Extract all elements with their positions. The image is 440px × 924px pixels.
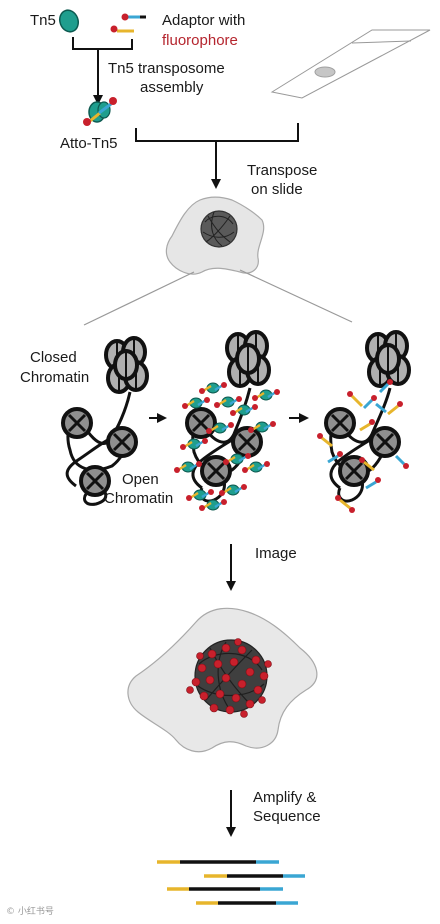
adaptor-fluorophore-icon [110,13,146,33]
open-chromatin-label-line1: Open [122,471,159,488]
adaptor-label-line1: Adaptor with [162,12,246,29]
closed-chromatin-label-line2: Chromatin [20,369,90,386]
amplify-label-line1: Amplify & [253,789,317,806]
chromatin-panel-adaptors-inserted [317,330,411,513]
assembly-bracket [72,37,133,105]
transpose-bracket [135,123,299,189]
watermark: © 小红书号 [6,907,54,917]
cell-imaged-icon [127,607,318,753]
cell-before-icon [165,196,265,275]
assembly-label-line1: Tn5 transposome [108,60,225,77]
tn5-protein-icon [58,9,80,33]
zoom-lines [83,269,353,326]
transpose-label-line1: Transpose [247,162,318,179]
assembly-label-line2: assembly [140,79,204,96]
transpose-label-line2: on slide [251,181,303,198]
atto-tn5-complex-icon [83,97,117,126]
image-label: Image [255,545,297,562]
adaptor-label-line2: fluorophore [162,32,238,49]
chromatin-panel-tn5-bound [172,330,282,513]
amplify-label-line2: Sequence [253,808,321,825]
sequencing-reads [157,860,305,905]
chromatin-panel-untreated [61,336,149,506]
microscope-slide-icon [270,29,431,99]
atto-tn5-label: Atto-Tn5 [60,135,118,152]
open-chromatin-label-line2: Chromatin [104,490,174,507]
tn5-label: Tn5 [30,12,56,29]
closed-chromatin-label-line1: Closed [30,349,77,366]
